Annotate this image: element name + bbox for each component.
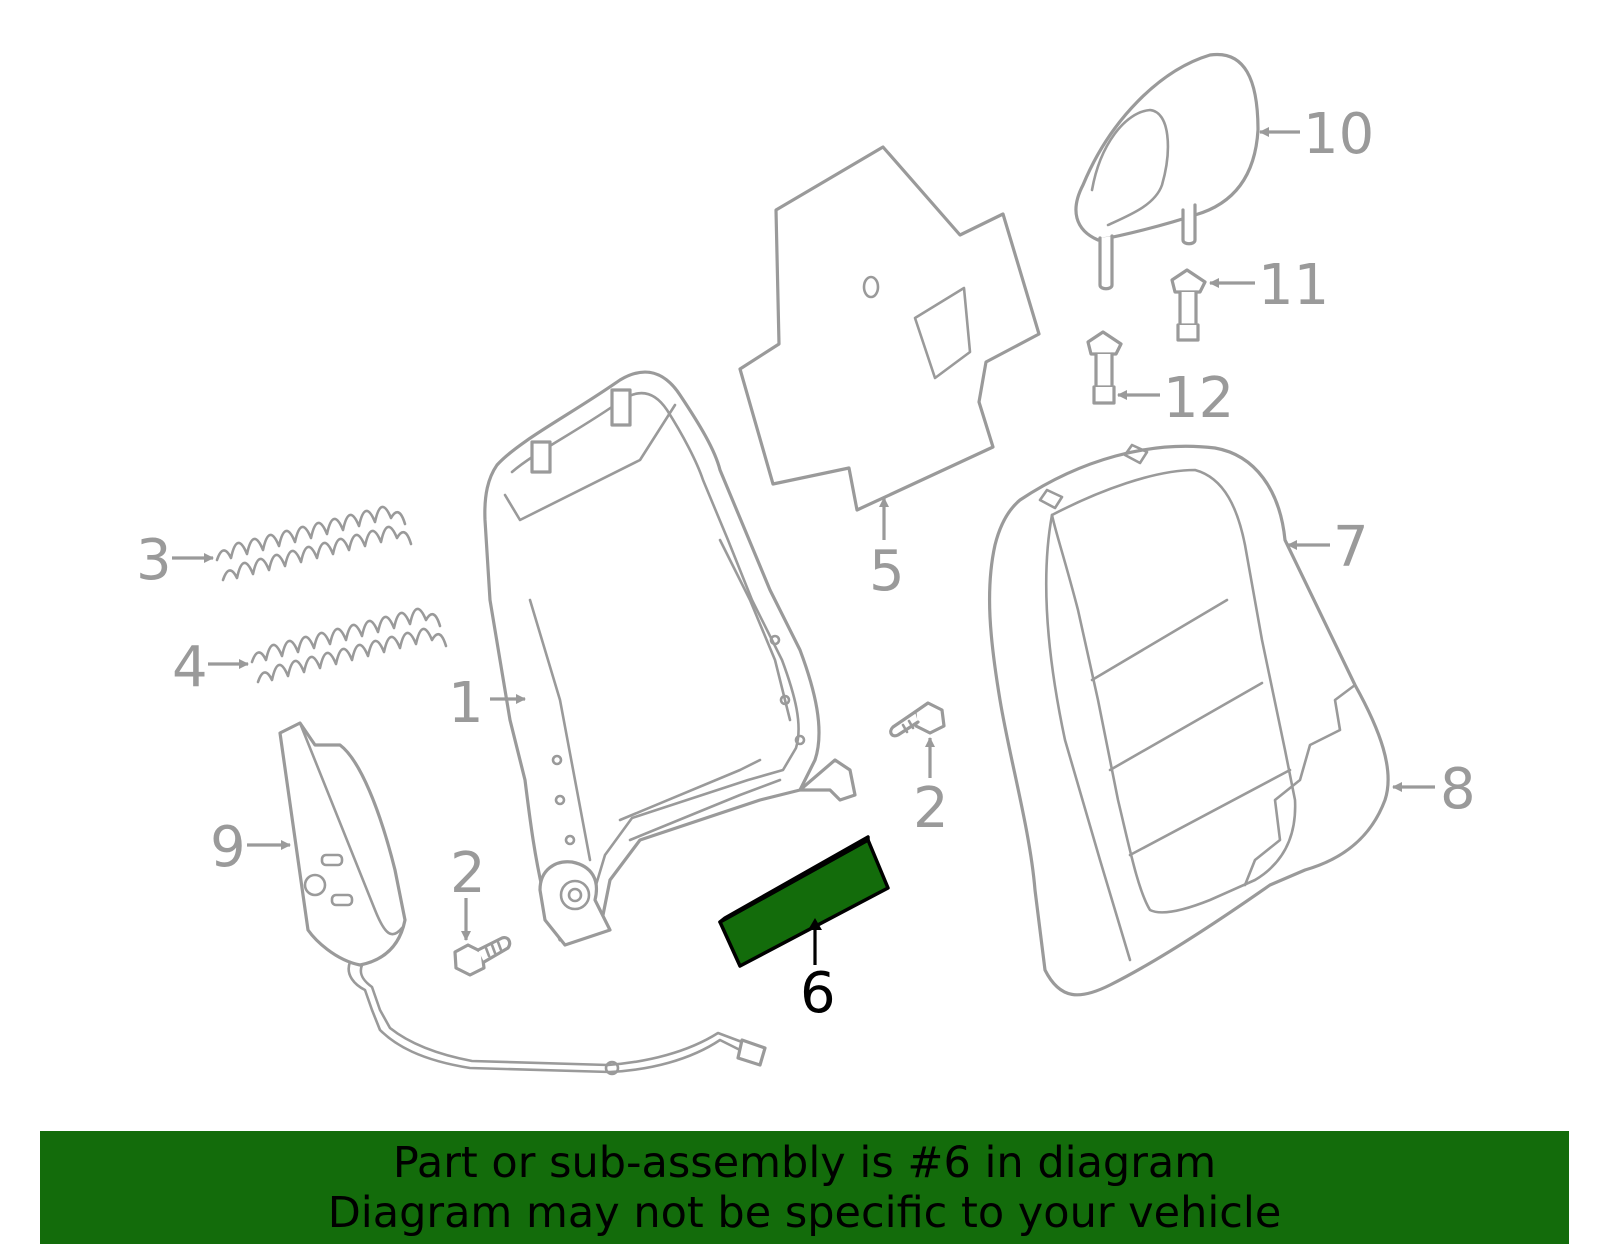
callout-2-lower: 2 <box>450 841 486 906</box>
part-4-spring <box>250 607 448 684</box>
part-3-spring <box>215 505 413 582</box>
callout-arrows <box>172 127 1435 965</box>
callout-6: 6 <box>800 961 836 1026</box>
callout-3: 3 <box>136 528 172 593</box>
part-9-side-panel <box>278 721 767 1076</box>
callout-9: 9 <box>210 815 246 880</box>
part-5-seat-back-panel <box>738 145 1041 512</box>
part-2-bolt-lower <box>453 936 512 977</box>
part-info-banner: Part or sub-assembly is #6 in diagram Di… <box>40 1131 1569 1244</box>
callout-2-upper: 2 <box>913 776 949 841</box>
callout-11: 11 <box>1258 253 1329 318</box>
part-11-headrest-guide <box>1170 268 1207 342</box>
part-6-highlighted-pad <box>718 835 890 968</box>
part-12-headrest-guide <box>1086 330 1123 405</box>
banner-line-disclaimer: Diagram may not be specific to your vehi… <box>327 1187 1282 1238</box>
part-2-bolt-upper <box>889 701 946 738</box>
part-1-seat-back-frame <box>483 370 857 947</box>
part-7-8-seat-back-cover <box>987 443 1390 997</box>
callout-12: 12 <box>1163 366 1234 431</box>
callout-7: 7 <box>1333 515 1369 580</box>
callout-8: 8 <box>1440 757 1476 822</box>
callout-4: 4 <box>172 635 208 700</box>
banner-line-part: Part or sub-assembly is #6 in diagram <box>392 1137 1217 1188</box>
callout-10: 10 <box>1303 102 1374 167</box>
callout-labels: 1 2 2 3 4 5 6 7 8 9 10 11 12 <box>136 102 1476 1026</box>
part-10-headrest <box>1074 52 1260 291</box>
callout-1: 1 <box>448 671 484 736</box>
callout-5: 5 <box>869 539 905 604</box>
